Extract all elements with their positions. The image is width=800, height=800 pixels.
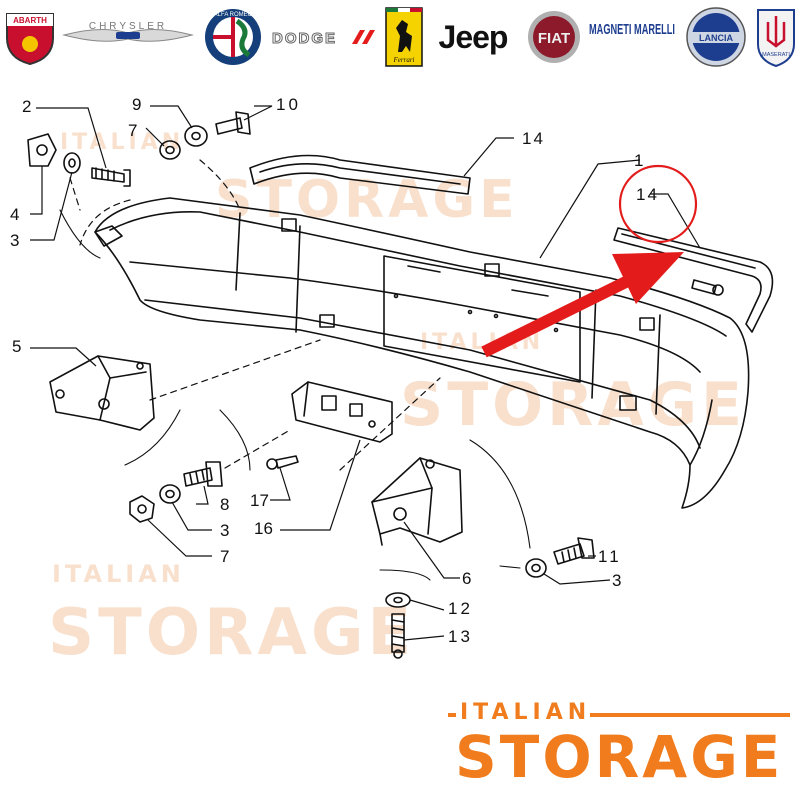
callout-8: 8 <box>220 495 229 514</box>
red-arrow-icon <box>481 252 684 358</box>
washer-part-3-right <box>525 558 547 578</box>
callout-1: 1 <box>634 151 643 170</box>
washer-part-3-left <box>159 484 181 504</box>
alfa-romeo-logo-text: ALFA ROMEO <box>214 12 253 18</box>
abarth-logo-icon: ABARTH <box>2 8 58 66</box>
lancia-logo-text: LANCIA <box>699 33 733 43</box>
jeep-logo-text: Jeep <box>438 18 509 55</box>
footer-rule-right <box>590 713 790 717</box>
alfa-romeo-logo-icon: ALFA ROMEO <box>202 8 264 66</box>
washer-part-12 <box>385 592 411 608</box>
bolt-part-14-fixing <box>691 279 724 296</box>
chrysler-logo-text: CHRYSLER <box>89 21 167 32</box>
lancia-logo-icon: LANCIA <box>684 7 748 67</box>
callout-3: 3 <box>10 231 19 250</box>
dodge-logo-text: DODGE <box>272 30 337 47</box>
nut-part-7-top <box>159 140 181 160</box>
bracket-part-5 <box>49 355 155 431</box>
maserati-logo-icon: MASERATI <box>754 8 798 68</box>
parts-diagram: 2 9 10 7 4 3 14 1 14 5 8 3 7 17 16 6 11 … <box>10 95 774 659</box>
washer-part-3-top <box>63 152 81 174</box>
dodge-logo-icon: DODGE <box>268 8 378 66</box>
callout-9: 9 <box>132 95 141 114</box>
callout-3: 3 <box>612 571 621 590</box>
callout-6: 6 <box>462 569 471 588</box>
callout-16: 16 <box>254 519 273 538</box>
callout-5: 5 <box>12 337 21 356</box>
fiat-logo-icon: FIAT <box>526 8 582 66</box>
callout-10: 10 <box>276 95 301 114</box>
bolt-part-10 <box>215 111 251 135</box>
callout-14: 14 <box>522 129 545 148</box>
chrysler-logo-icon: CHRYSLER <box>62 8 194 66</box>
callout-7: 7 <box>128 121 137 140</box>
screw-part-17 <box>266 455 299 470</box>
nut-part-7-bottom <box>129 495 155 523</box>
washer-part-9 <box>184 125 208 147</box>
footer-logo-small: ITALIAN <box>460 700 592 725</box>
watermark-big: STORAGE <box>48 596 416 670</box>
maserati-logo-text: MASERATI <box>762 52 790 58</box>
brand-strip: ABARTH CHRYSLER ALFA ROMEO DODGE <box>0 0 800 75</box>
license-lamp-part-16 <box>291 381 393 443</box>
callout-14-highlighted: 14 <box>636 185 659 204</box>
callout-13: 13 <box>448 627 473 646</box>
callout-2: 2 <box>22 97 31 116</box>
stud-part-13 <box>391 613 405 659</box>
bracket-part-6 <box>371 457 463 546</box>
callout-11: 11 <box>598 547 622 566</box>
rear-bumper-part <box>94 197 750 509</box>
magneti-marelli-logo-icon: MAGNETI MARELLI <box>586 8 678 66</box>
ferrari-logo-icon: Ferrari <box>384 7 424 67</box>
highlight-circle <box>618 164 698 244</box>
fiat-logo-text: FIAT <box>538 30 570 47</box>
bolt-part-11 <box>553 537 595 565</box>
bolt-part-8 <box>183 461 223 487</box>
jeep-logo-icon: Jeep <box>430 8 516 66</box>
callout-12: 12 <box>448 599 473 618</box>
ferrari-logo-text: Ferrari <box>393 56 415 64</box>
callout-3: 3 <box>220 521 229 540</box>
nut-part-4 <box>27 133 57 167</box>
bolt-part-2 <box>91 167 131 187</box>
callout-4: 4 <box>10 205 19 224</box>
abarth-logo-text: ABARTH <box>13 16 47 25</box>
callout-7: 7 <box>220 547 229 566</box>
footer-logo-big: STORAGE <box>455 723 784 791</box>
trim-strip-part-14-left <box>249 154 471 195</box>
watermark-small: ITALIAN <box>52 560 185 588</box>
footer-rule-left <box>448 713 456 717</box>
callout-17: 17 <box>250 491 269 510</box>
magneti-marelli-logo-text: MAGNETI MARELLI <box>589 21 675 38</box>
